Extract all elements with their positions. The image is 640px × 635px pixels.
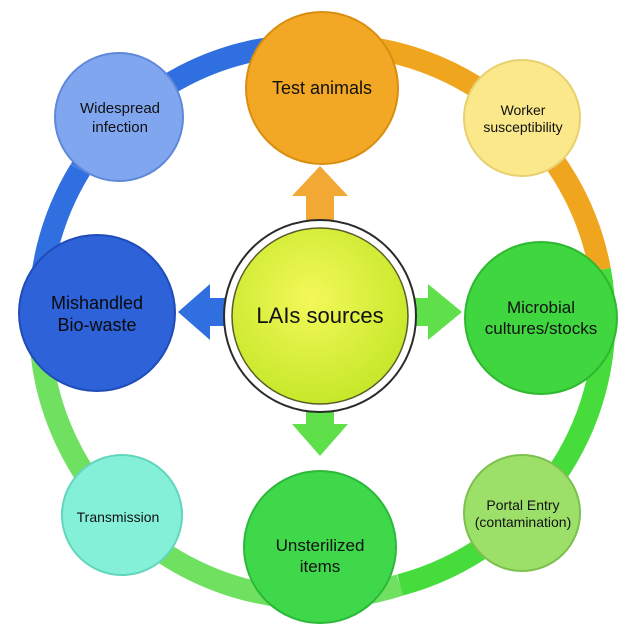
node-label-worker-susceptibility: Worker susceptibility	[483, 101, 563, 136]
center-title: LAIs sources	[256, 303, 384, 329]
node-label-test-animals: Test animals	[271, 77, 373, 98]
node-circle-transmission	[61, 454, 183, 576]
node-circle-test-animals	[245, 11, 399, 165]
node-circle-mishandled-biowaste	[18, 234, 176, 392]
node-label-mishandled-biowaste: Mishandled Bio-waste	[50, 292, 144, 336]
node-circle-microbial-cultures	[464, 241, 618, 395]
center-circle	[231, 227, 409, 405]
node-label-widespread-infection: Widespread infection	[79, 100, 161, 136]
node-label-microbial-cultures: Microbial cultures/stocks	[484, 297, 598, 338]
node-label-unsterilized-items: Unsterilized items	[275, 535, 365, 576]
node-circle-portal-entry	[463, 454, 581, 572]
node-circle-widespread-infection	[54, 52, 184, 182]
node-label-portal-entry: Portal Entry (contamination)	[474, 496, 572, 531]
node-circle-unsterilized-items	[243, 470, 397, 624]
node-circle-worker-susceptibility	[463, 59, 581, 177]
node-label-transmission: Transmission	[76, 509, 160, 526]
